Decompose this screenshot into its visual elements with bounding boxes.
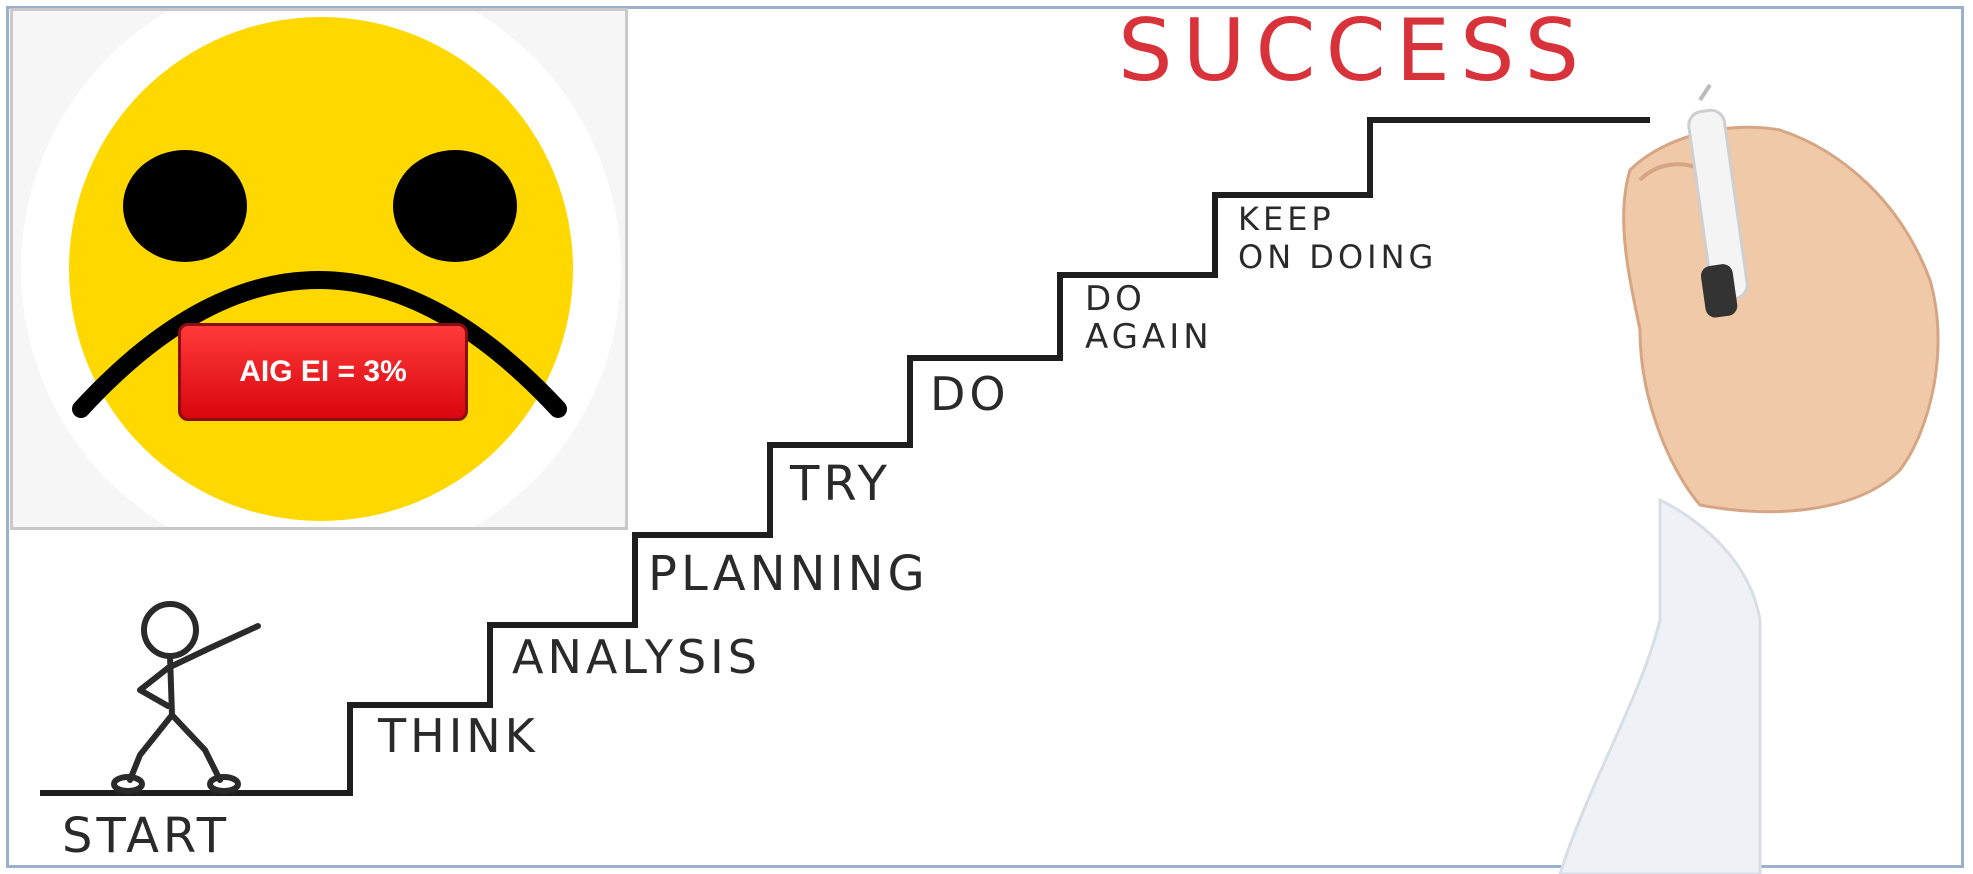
staircase-line <box>40 117 1650 796</box>
step-label-keep-line2: ON DOING <box>1238 238 1437 276</box>
step-label-planning: PLANNING <box>648 546 929 602</box>
stick-figure-icon <box>111 601 261 794</box>
step-label-try: TRY <box>789 456 891 512</box>
step-label-think: THINK <box>377 709 539 763</box>
step-label-analysis: ANALYSIS <box>512 630 761 684</box>
right-eye-icon <box>393 150 517 262</box>
step-label-do-again-line2: AGAIN <box>1085 317 1213 357</box>
step-label-keep-line1: KEEP <box>1238 200 1335 238</box>
success-heading: SUCCESS <box>1118 1 1589 101</box>
step-label-start: START <box>62 808 230 864</box>
sad-face-panel: AIG EI = 3% <box>10 8 628 530</box>
sad-face-icon <box>21 11 621 527</box>
left-eye-icon <box>123 150 247 262</box>
frown-mouth-icon <box>72 271 567 418</box>
step-label-do: DO <box>930 367 1010 421</box>
step-label-do-again-line1: DO <box>1085 279 1146 319</box>
hand-with-marker-icon <box>1558 83 1940 874</box>
aig-ei-badge-text: AIG EI = 3% <box>239 355 407 388</box>
aig-ei-badge: AIG EI = 3% <box>178 323 468 421</box>
